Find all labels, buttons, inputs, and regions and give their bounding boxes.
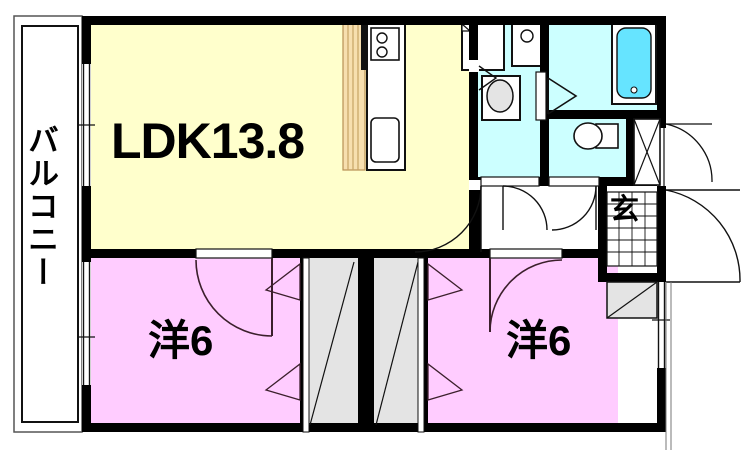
door-direction-arrow-icon	[478, 65, 498, 91]
window-bedroom-left-balcony	[78, 262, 95, 385]
wall-genkan-left	[598, 186, 607, 282]
wall-right-lower	[657, 368, 666, 432]
wood-door-jamb	[361, 18, 366, 70]
door-hall-bedroom-right	[489, 248, 563, 333]
door-opening	[548, 176, 600, 187]
toilet-group	[573, 122, 619, 150]
genkan-tile-floor	[606, 191, 658, 267]
door-opening	[489, 248, 563, 259]
washer-drain-icon	[461, 22, 472, 32]
wall-toilet-right	[626, 119, 635, 185]
genkan-step-lines	[665, 282, 672, 450]
door-opening	[535, 71, 547, 121]
door-swing-arc	[665, 189, 741, 283]
bedroom-left-floor-fill	[82, 258, 304, 432]
wall-right-upper	[657, 16, 666, 128]
closet-door-track	[417, 257, 425, 433]
shoe-closet-diagonal	[606, 281, 658, 319]
door-genkan-entrance	[665, 189, 741, 283]
closet-door-swing-marker	[264, 362, 301, 401]
closet-right-fill	[372, 258, 424, 432]
wall-ldk-right-lower	[469, 66, 478, 188]
door-swing-arc	[489, 259, 563, 333]
storage-cross-line	[633, 118, 661, 186]
door-ldk-washroom	[469, 60, 498, 91]
washer-space-group	[461, 21, 505, 71]
stove-burner-icon	[376, 32, 388, 44]
door-ldk-bedroom-left	[195, 248, 273, 337]
stove-burner-icon	[376, 46, 388, 58]
window-bedroom-right	[652, 282, 670, 368]
door-swing-arc	[665, 123, 713, 183]
closet-door-swing-marker	[427, 262, 464, 301]
shoe-closet-group	[606, 281, 658, 319]
door-opening	[195, 248, 273, 259]
wall-left-lower	[82, 385, 91, 432]
wall-ldk-hall	[469, 180, 481, 258]
window-group	[78, 64, 670, 385]
washbasin-group	[481, 75, 521, 121]
wood-sliding-door	[342, 17, 366, 171]
closet-right-group	[375, 257, 464, 433]
kitchen-counter-group	[366, 17, 406, 171]
wall-left-mid	[82, 186, 91, 262]
door-hall-washroom	[480, 176, 548, 231]
closet-rod-diagonal	[309, 261, 355, 426]
wall-left-upper	[82, 16, 91, 64]
wall-ldk-right-upper	[469, 16, 478, 72]
door-hall-toilet	[548, 176, 600, 231]
door-swing-arc	[551, 185, 597, 231]
balcony-area	[13, 15, 83, 433]
wall-toilet-left	[540, 119, 549, 185]
bathtub-icon	[616, 27, 652, 99]
door-storage-upper	[633, 118, 713, 186]
door-washroom-bath	[535, 71, 578, 121]
door-direction-arrow-icon	[547, 77, 578, 115]
wall-top	[82, 16, 666, 25]
bedroom-right-floor-fill	[428, 258, 618, 432]
door-swing-arc	[502, 185, 548, 231]
wall-genkan-bottom	[598, 273, 666, 282]
room-label-bedroom-right: 洋6	[506, 317, 572, 364]
toilet-bowl-icon	[573, 122, 603, 150]
room-label-ldk: LDK13.8	[111, 113, 305, 169]
door-ldk-hall	[414, 180, 482, 253]
wall-ldk-bedroom	[82, 249, 478, 258]
wall-genkan-right	[657, 186, 666, 282]
vanity-bowl-icon	[520, 29, 534, 43]
wall-bath-toilet	[540, 110, 666, 119]
room-label-balcony: バルコニー	[23, 124, 58, 289]
closet-door-track	[302, 257, 310, 433]
bathtub-group	[611, 21, 657, 105]
room-label-bedroom-left: 洋6	[148, 317, 214, 364]
window-ldk-balcony	[78, 64, 95, 186]
room-label-genkan: 玄	[610, 194, 640, 226]
door-swing-arc	[195, 259, 273, 337]
sink-icon	[370, 117, 400, 163]
closet-door-swing-marker	[264, 262, 301, 301]
door-opening	[480, 176, 540, 187]
washbasin-sink-icon	[486, 79, 514, 113]
wall-closet-divider	[358, 249, 374, 432]
wall-toilet-bottom	[540, 177, 666, 186]
closet-rod-diagonal	[375, 261, 419, 426]
balcony-inner-outline	[21, 25, 79, 423]
door-swing-arc	[414, 185, 482, 253]
ldk-floor-fill	[82, 16, 476, 250]
closet-door-swing-marker	[427, 362, 464, 401]
closet-left-group	[264, 257, 355, 433]
bathtub-drain-icon	[630, 86, 638, 94]
